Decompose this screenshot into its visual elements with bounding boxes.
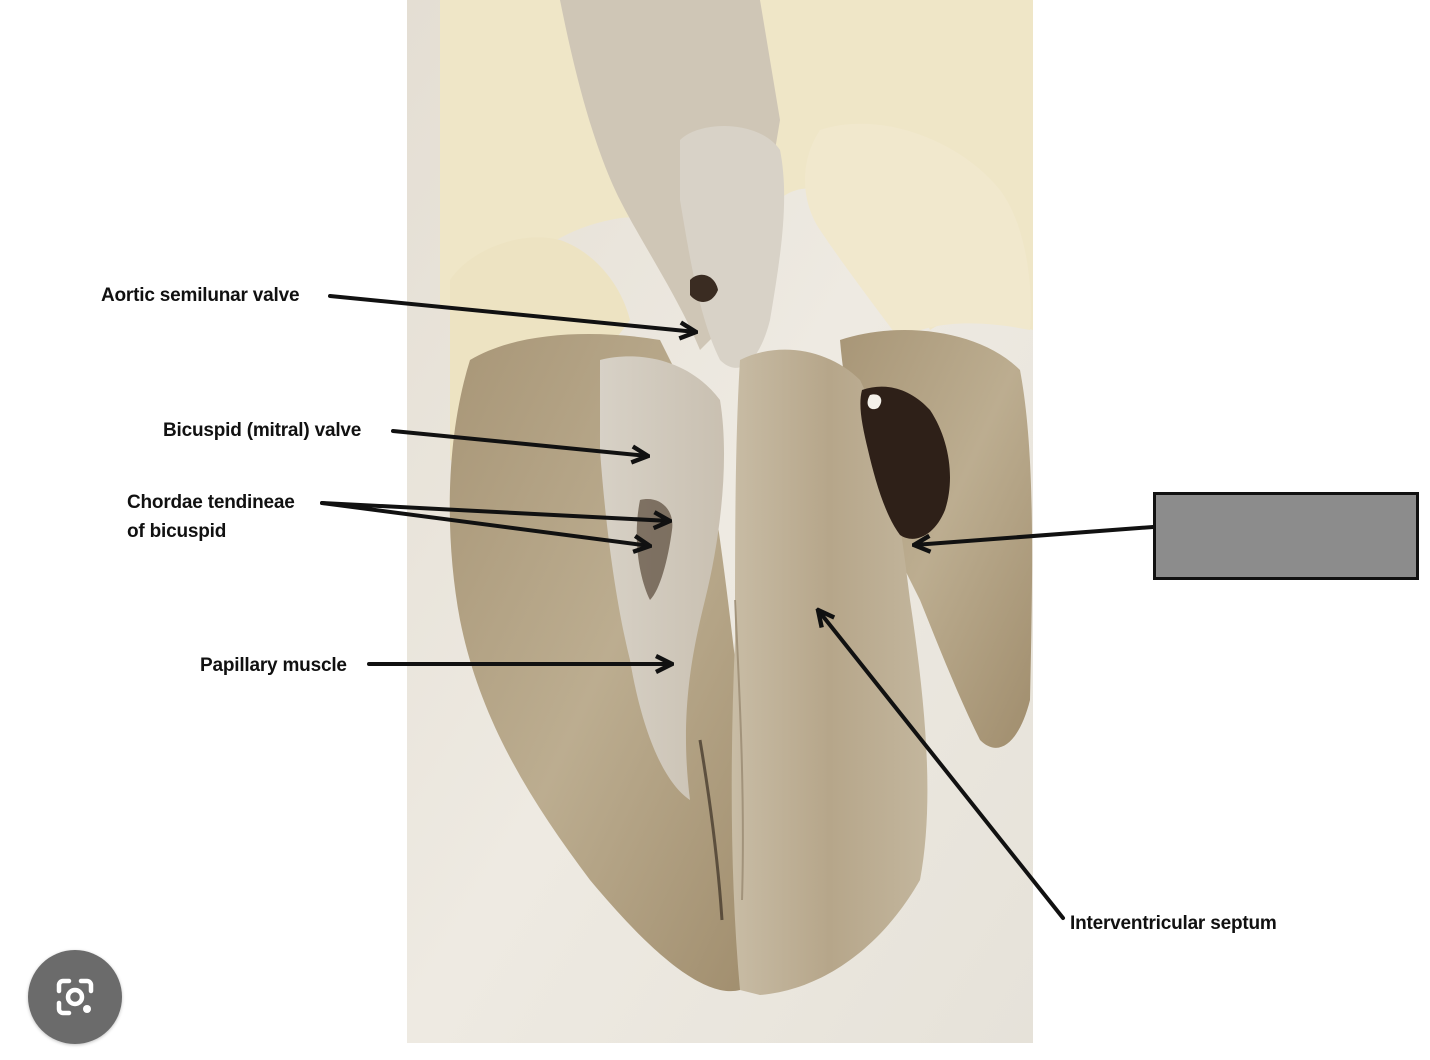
aortic-dark — [690, 274, 718, 302]
arrow-answer-box — [914, 525, 1155, 545]
arrow-aortic — [328, 294, 696, 332]
aortic-wall — [680, 126, 785, 368]
arrow-septum — [818, 610, 1065, 920]
arrow-bicuspid — [391, 429, 648, 456]
label-chordae-line1: Chordae tendineae — [127, 492, 295, 513]
arrow-chordae-upper — [320, 501, 670, 521]
label-aortic-text: Aortic semilunar valve — [101, 285, 300, 306]
septum-tissue — [731, 349, 928, 995]
label-septum-text: Interventricular septum — [1070, 913, 1277, 934]
arrow-chordae-lower — [320, 501, 650, 546]
visual-search-button[interactable] — [28, 950, 122, 1044]
label-aortic-semilunar-valve: Aortic semilunar valve — [101, 281, 300, 310]
annotation-arrows — [320, 294, 1155, 920]
answer-box-blank — [1153, 492, 1419, 580]
label-papillary-text: Papillary muscle — [200, 655, 347, 676]
apex-crease — [698, 739, 724, 921]
heart-photo — [407, 0, 1033, 1043]
cavity-highlight — [867, 394, 882, 410]
label-papillary-muscle: Papillary muscle — [200, 651, 347, 680]
label-bicuspid-text: Bicuspid (mitral) valve — [163, 420, 362, 441]
right-ventricle-cavity — [860, 386, 950, 539]
visual-search-icon — [56, 978, 94, 1016]
label-bicuspid-valve: Bicuspid (mitral) valve — [163, 416, 361, 445]
fat-tissue-right — [805, 123, 1031, 340]
label-interventricular-septum: Interventricular septum — [1070, 909, 1277, 938]
septum-groove — [734, 599, 744, 901]
valve-leaflets — [600, 356, 725, 800]
label-chordae-tendineae: Chordae tendineae of bicuspid — [127, 488, 295, 546]
label-chordae-line2: of bicuspid — [127, 521, 227, 542]
